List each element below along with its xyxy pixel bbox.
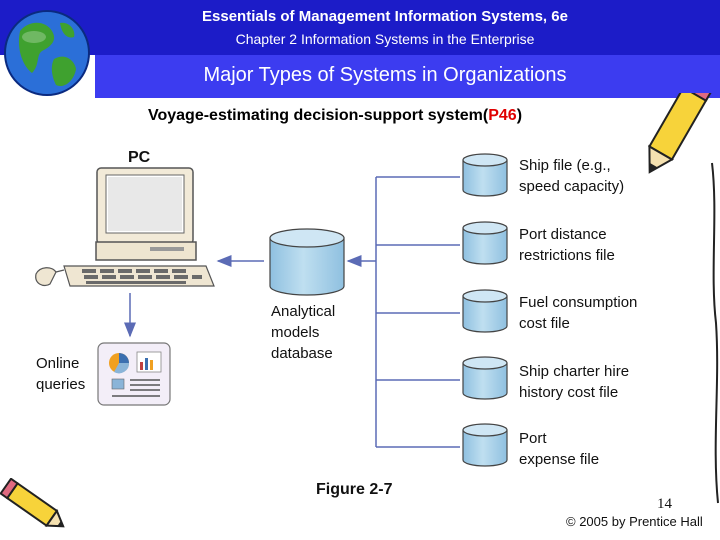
slide-header <box>0 0 720 55</box>
slide-title: Major Types of Systems in Organizations <box>203 64 567 86</box>
database-label-line: Analytical <box>271 303 336 320</box>
analytical-database-icon <box>269 228 345 296</box>
port-expense-cylinder-icon <box>462 423 508 467</box>
pencil-decoration-icon <box>648 93 719 504</box>
title-band <box>95 55 720 98</box>
charter-hire-label: Ship charter hire history cost file <box>519 361 629 403</box>
diagram-heading: Voyage-estimating decision-support syste… <box>148 107 522 125</box>
fuel-cost-label: Fuel consumption cost file <box>519 292 637 334</box>
online-queries-label: Online queries <box>36 353 85 395</box>
copyright-notice: © 2005 by Prentice Hall <box>566 514 703 529</box>
page-number: 14 <box>657 496 672 512</box>
online-queries-icon <box>97 342 171 406</box>
files-to-db-connector <box>346 176 460 448</box>
pc-label: PC <box>128 149 151 166</box>
figure-caption: Figure 2-7 <box>316 481 393 498</box>
file-label-line: restrictions file <box>519 247 615 264</box>
page-reference: P46 <box>488 107 517 124</box>
online-queries-line: Online <box>36 355 80 372</box>
database-label: Analytical models database <box>271 301 335 364</box>
file-label-line: Port distance <box>519 226 607 243</box>
ship-file-label: Ship file (e.g., speed capacity) <box>519 155 624 197</box>
pencil-decoration-icon <box>0 478 65 528</box>
heading-suffix: ) <box>516 107 523 124</box>
globe-icon <box>4 10 90 96</box>
file-label-line: Ship charter hire <box>519 363 630 380</box>
fuel-cost-cylinder-icon <box>462 289 508 333</box>
file-label-line: history cost file <box>519 384 619 401</box>
port-distance-label: Port distance restrictions file <box>519 224 615 266</box>
file-label-line: expense file <box>519 451 600 468</box>
heading-prefix: Voyage-estimating decision-support syste… <box>148 107 489 124</box>
file-label-line: cost file <box>519 315 570 332</box>
database-label-line: models <box>271 324 320 341</box>
online-queries-line: queries <box>36 376 86 393</box>
course-title: Essentials of Management Information Sys… <box>202 8 568 25</box>
file-label-line: Fuel consumption <box>519 294 638 311</box>
file-label-line: Ship file (e.g., <box>519 157 611 174</box>
charter-hire-cylinder-icon <box>462 356 508 400</box>
file-label-line: Port <box>519 430 547 447</box>
file-label-line: speed capacity) <box>519 178 625 195</box>
port-distance-cylinder-icon <box>462 221 508 265</box>
ship-file-cylinder-icon <box>462 153 508 197</box>
chapter-title: Chapter 2 Information Systems in the Ent… <box>235 31 535 47</box>
pc-computer-icon <box>35 167 215 287</box>
port-expense-label: Port expense file <box>519 428 599 470</box>
database-label-line: database <box>271 345 333 362</box>
